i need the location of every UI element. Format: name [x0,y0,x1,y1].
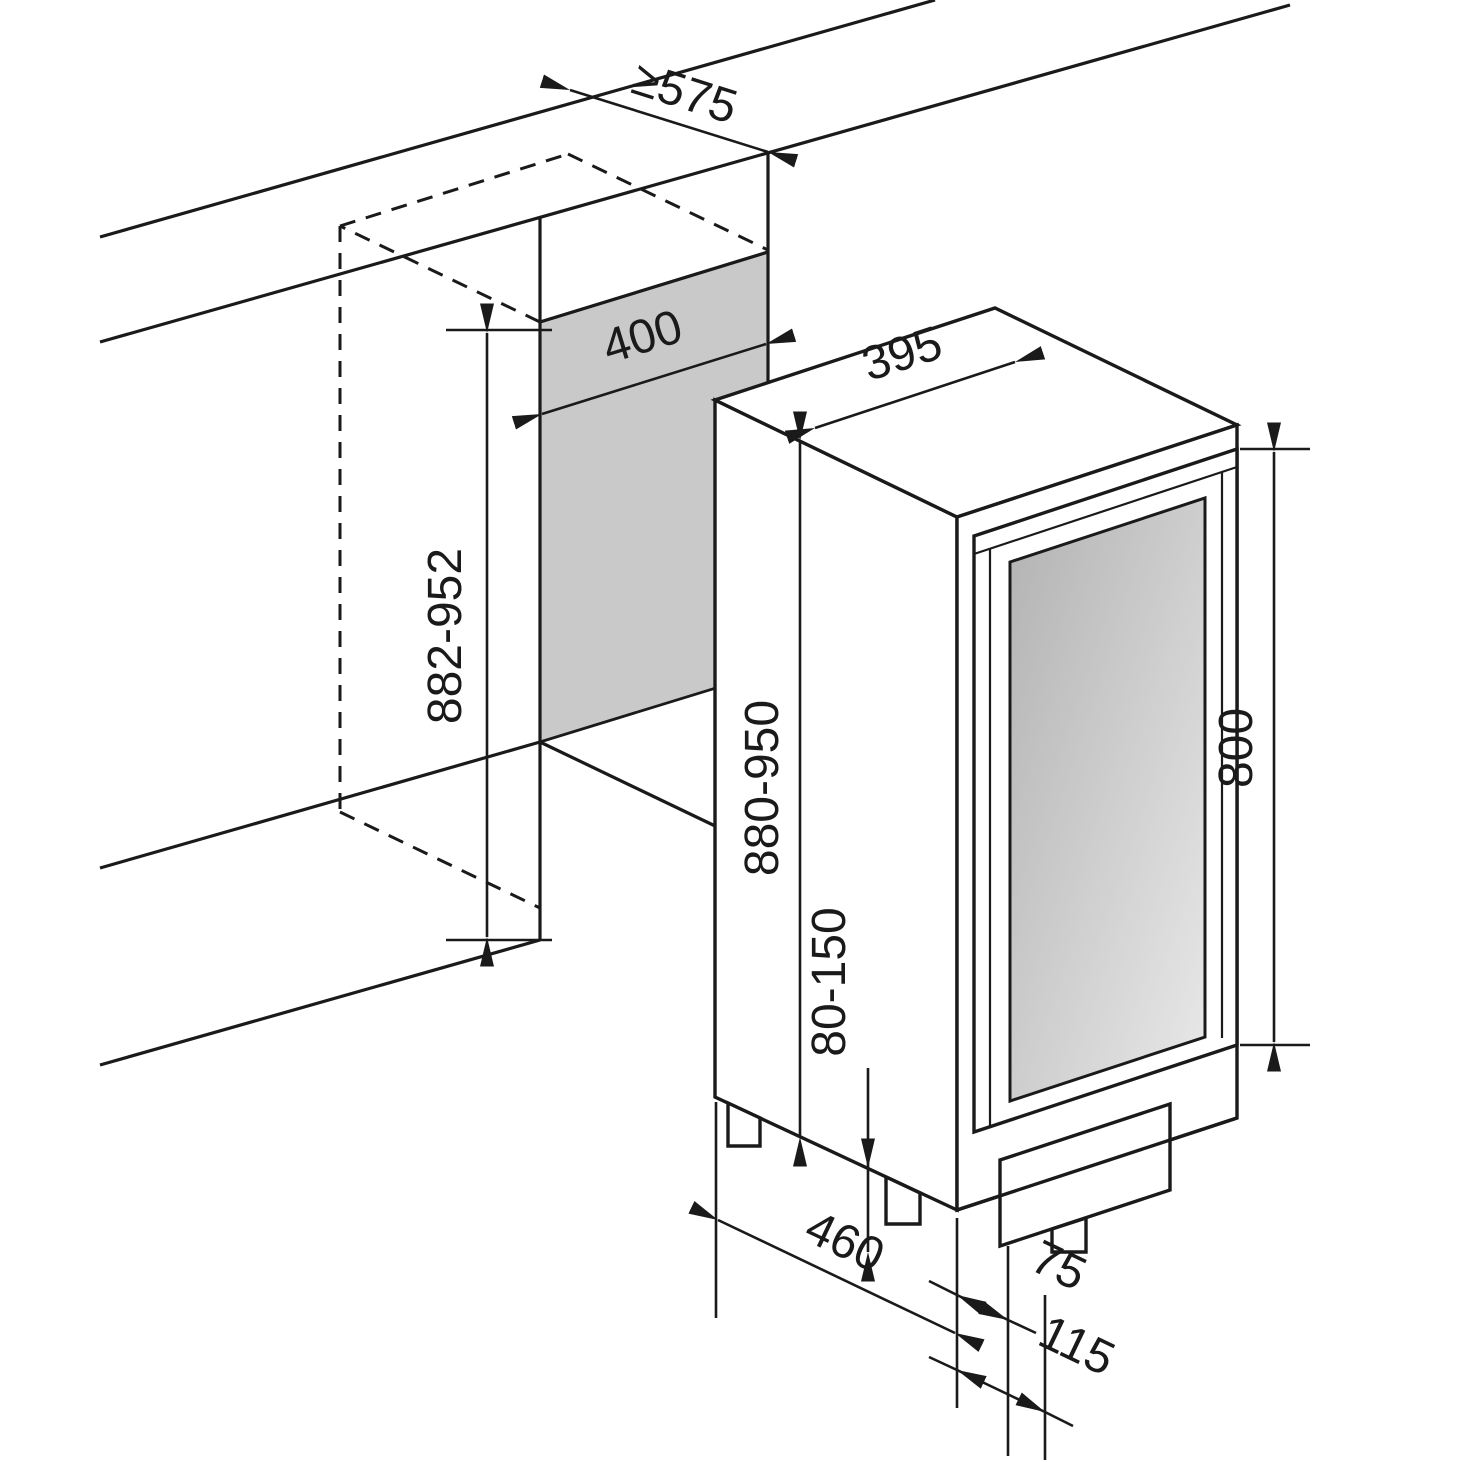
door-glass [1008,495,1207,1104]
hidden-bottom-left-edge-line [339,810,541,910]
dim-label-appliance-depth: 460 [797,1201,892,1283]
dim-appliance-height: 880-950 [736,411,807,1167]
niche-hidden-edges [338,152,769,910]
dim-label-door-height: 800 [1210,708,1263,788]
worktop-front-edge-line [99,3,1291,344]
dim-worktop-depth: ≥575 [539,52,799,168]
niche-top-edge-line [539,250,769,324]
dim-door-offset-connector [956,1293,1009,1322]
dim-front-offset-arrow-left [928,1355,987,1389]
plinth-foot [1050,1215,1088,1254]
dimensions: ≥575 400 882-952 395 880-950 [419,52,1310,1460]
worktop-lines [99,0,1291,344]
dim-front-offset-arrow-right [1015,1392,1074,1428]
door-bevel-top-line [973,465,1238,556]
hidden-top-left-edge-line [339,224,541,324]
dim-label-appliance-height: 880-950 [736,700,789,876]
door-frame-bevel-lines [973,465,1238,1128]
hidden-top-right-edge-line [567,152,769,252]
dim-niche-height: 882-952 [419,303,552,967]
dim-label-worktop-depth: ≥575 [626,52,743,135]
floor-edge-line [99,938,541,1067]
dim-label-plinth-height: 80-150 [803,907,856,1056]
cabinet-base-edge-line [99,740,541,870]
dim-door-offset-arrow-right [978,1301,1037,1335]
dim-door-offset-arrow-left [928,1279,987,1315]
appliance [710,306,1242,1254]
hidden-back-top-edge-line [339,152,569,228]
worktop-back-edge-line [99,0,936,239]
niche-floor-edge-line [539,740,737,838]
dim-niche-width-line [511,328,797,430]
dim-appliance-depth-line [688,1200,985,1353]
appliance-back-foot [726,1100,762,1148]
appliance-bottom-edge-line [956,1116,1238,1212]
dim-label-niche-height: 882-952 [419,548,472,724]
plinth-panel [998,1101,1172,1249]
dim-appliance-width-line [784,346,1046,444]
dim-door-height: 800 [1210,422,1310,1072]
dim-front-offset-connector [956,1368,1046,1414]
dim-worktop-depth-line [539,74,799,168]
